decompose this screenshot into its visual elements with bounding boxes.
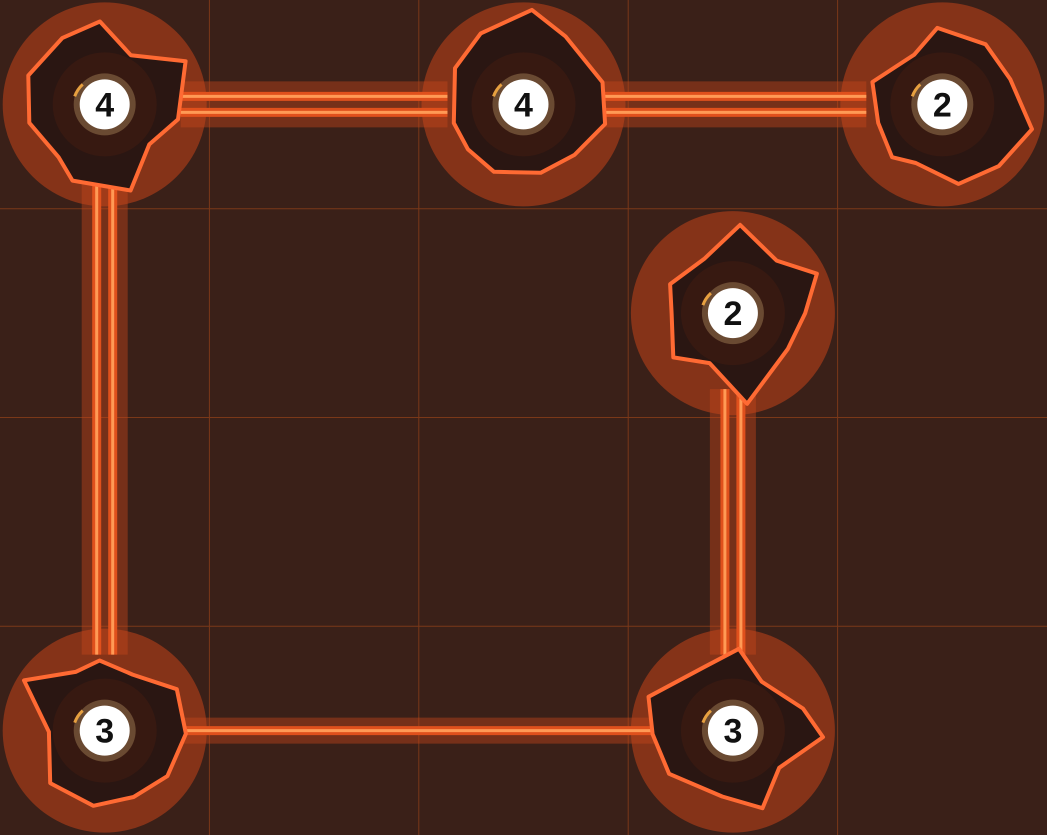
island-value: 3 [95,713,114,751]
double-bridge[interactable] [600,81,867,127]
bridge-glow [82,180,128,654]
island-value: 3 [723,713,742,751]
double-bridge[interactable] [710,389,756,655]
island-value: 2 [723,295,742,333]
bridge-glow [710,389,756,655]
island-value: 2 [933,86,952,124]
double-bridge[interactable] [181,81,448,127]
island-value: 4 [95,86,114,124]
island-value: 4 [514,86,533,124]
single-bridge[interactable] [181,718,657,744]
bridge-glow [181,81,448,127]
bridge-glow [600,81,867,127]
double-bridge[interactable] [82,180,128,654]
